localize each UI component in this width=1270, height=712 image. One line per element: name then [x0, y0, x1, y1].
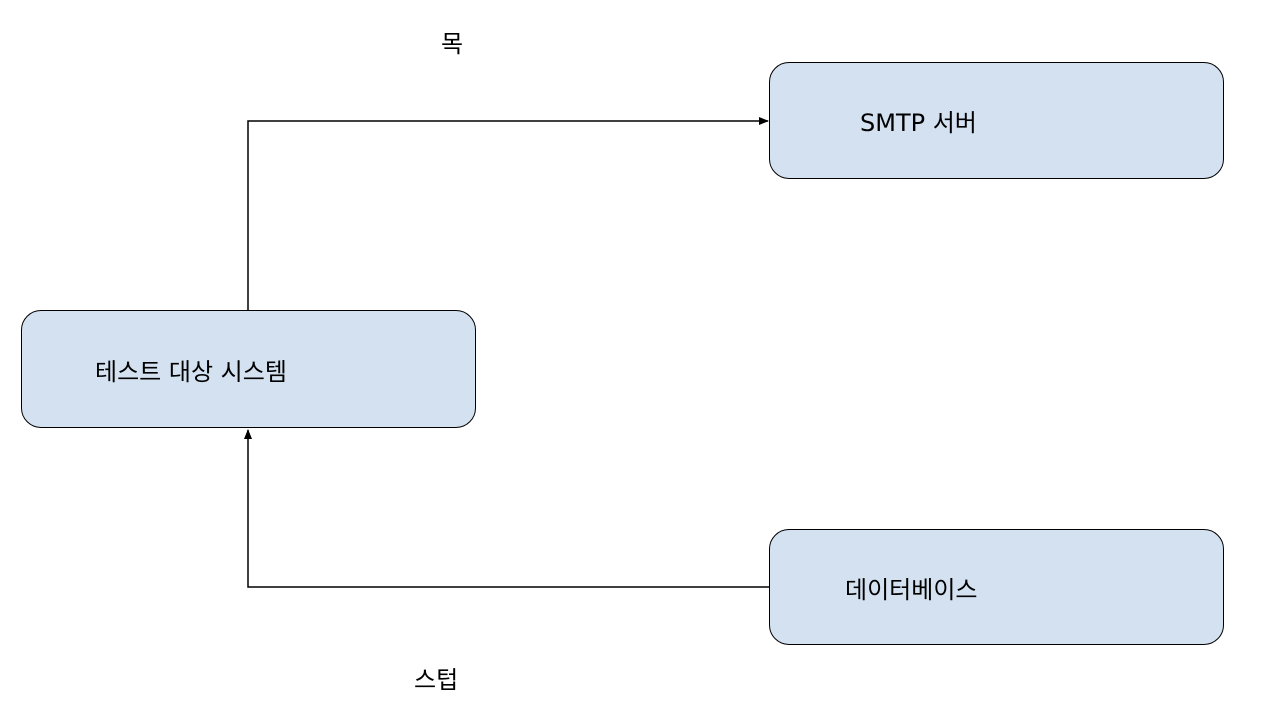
database-node: 데이터베이스: [769, 529, 1224, 645]
smtp-server-label: SMTP 서버: [860, 109, 977, 137]
smtp-server-node: SMTP 서버: [769, 62, 1224, 179]
mock-connector-arrow: [247, 117, 769, 310]
stub-edge-label: 스텁: [414, 666, 459, 694]
mock-edge-label: 목: [441, 30, 464, 58]
system-under-test-label: 테스트 대상 시스템: [95, 357, 287, 386]
database-label: 데이터베이스: [845, 575, 978, 604]
stub-connector-arrow: [244, 429, 769, 588]
system-under-test-node: 테스트 대상 시스템: [21, 310, 476, 428]
